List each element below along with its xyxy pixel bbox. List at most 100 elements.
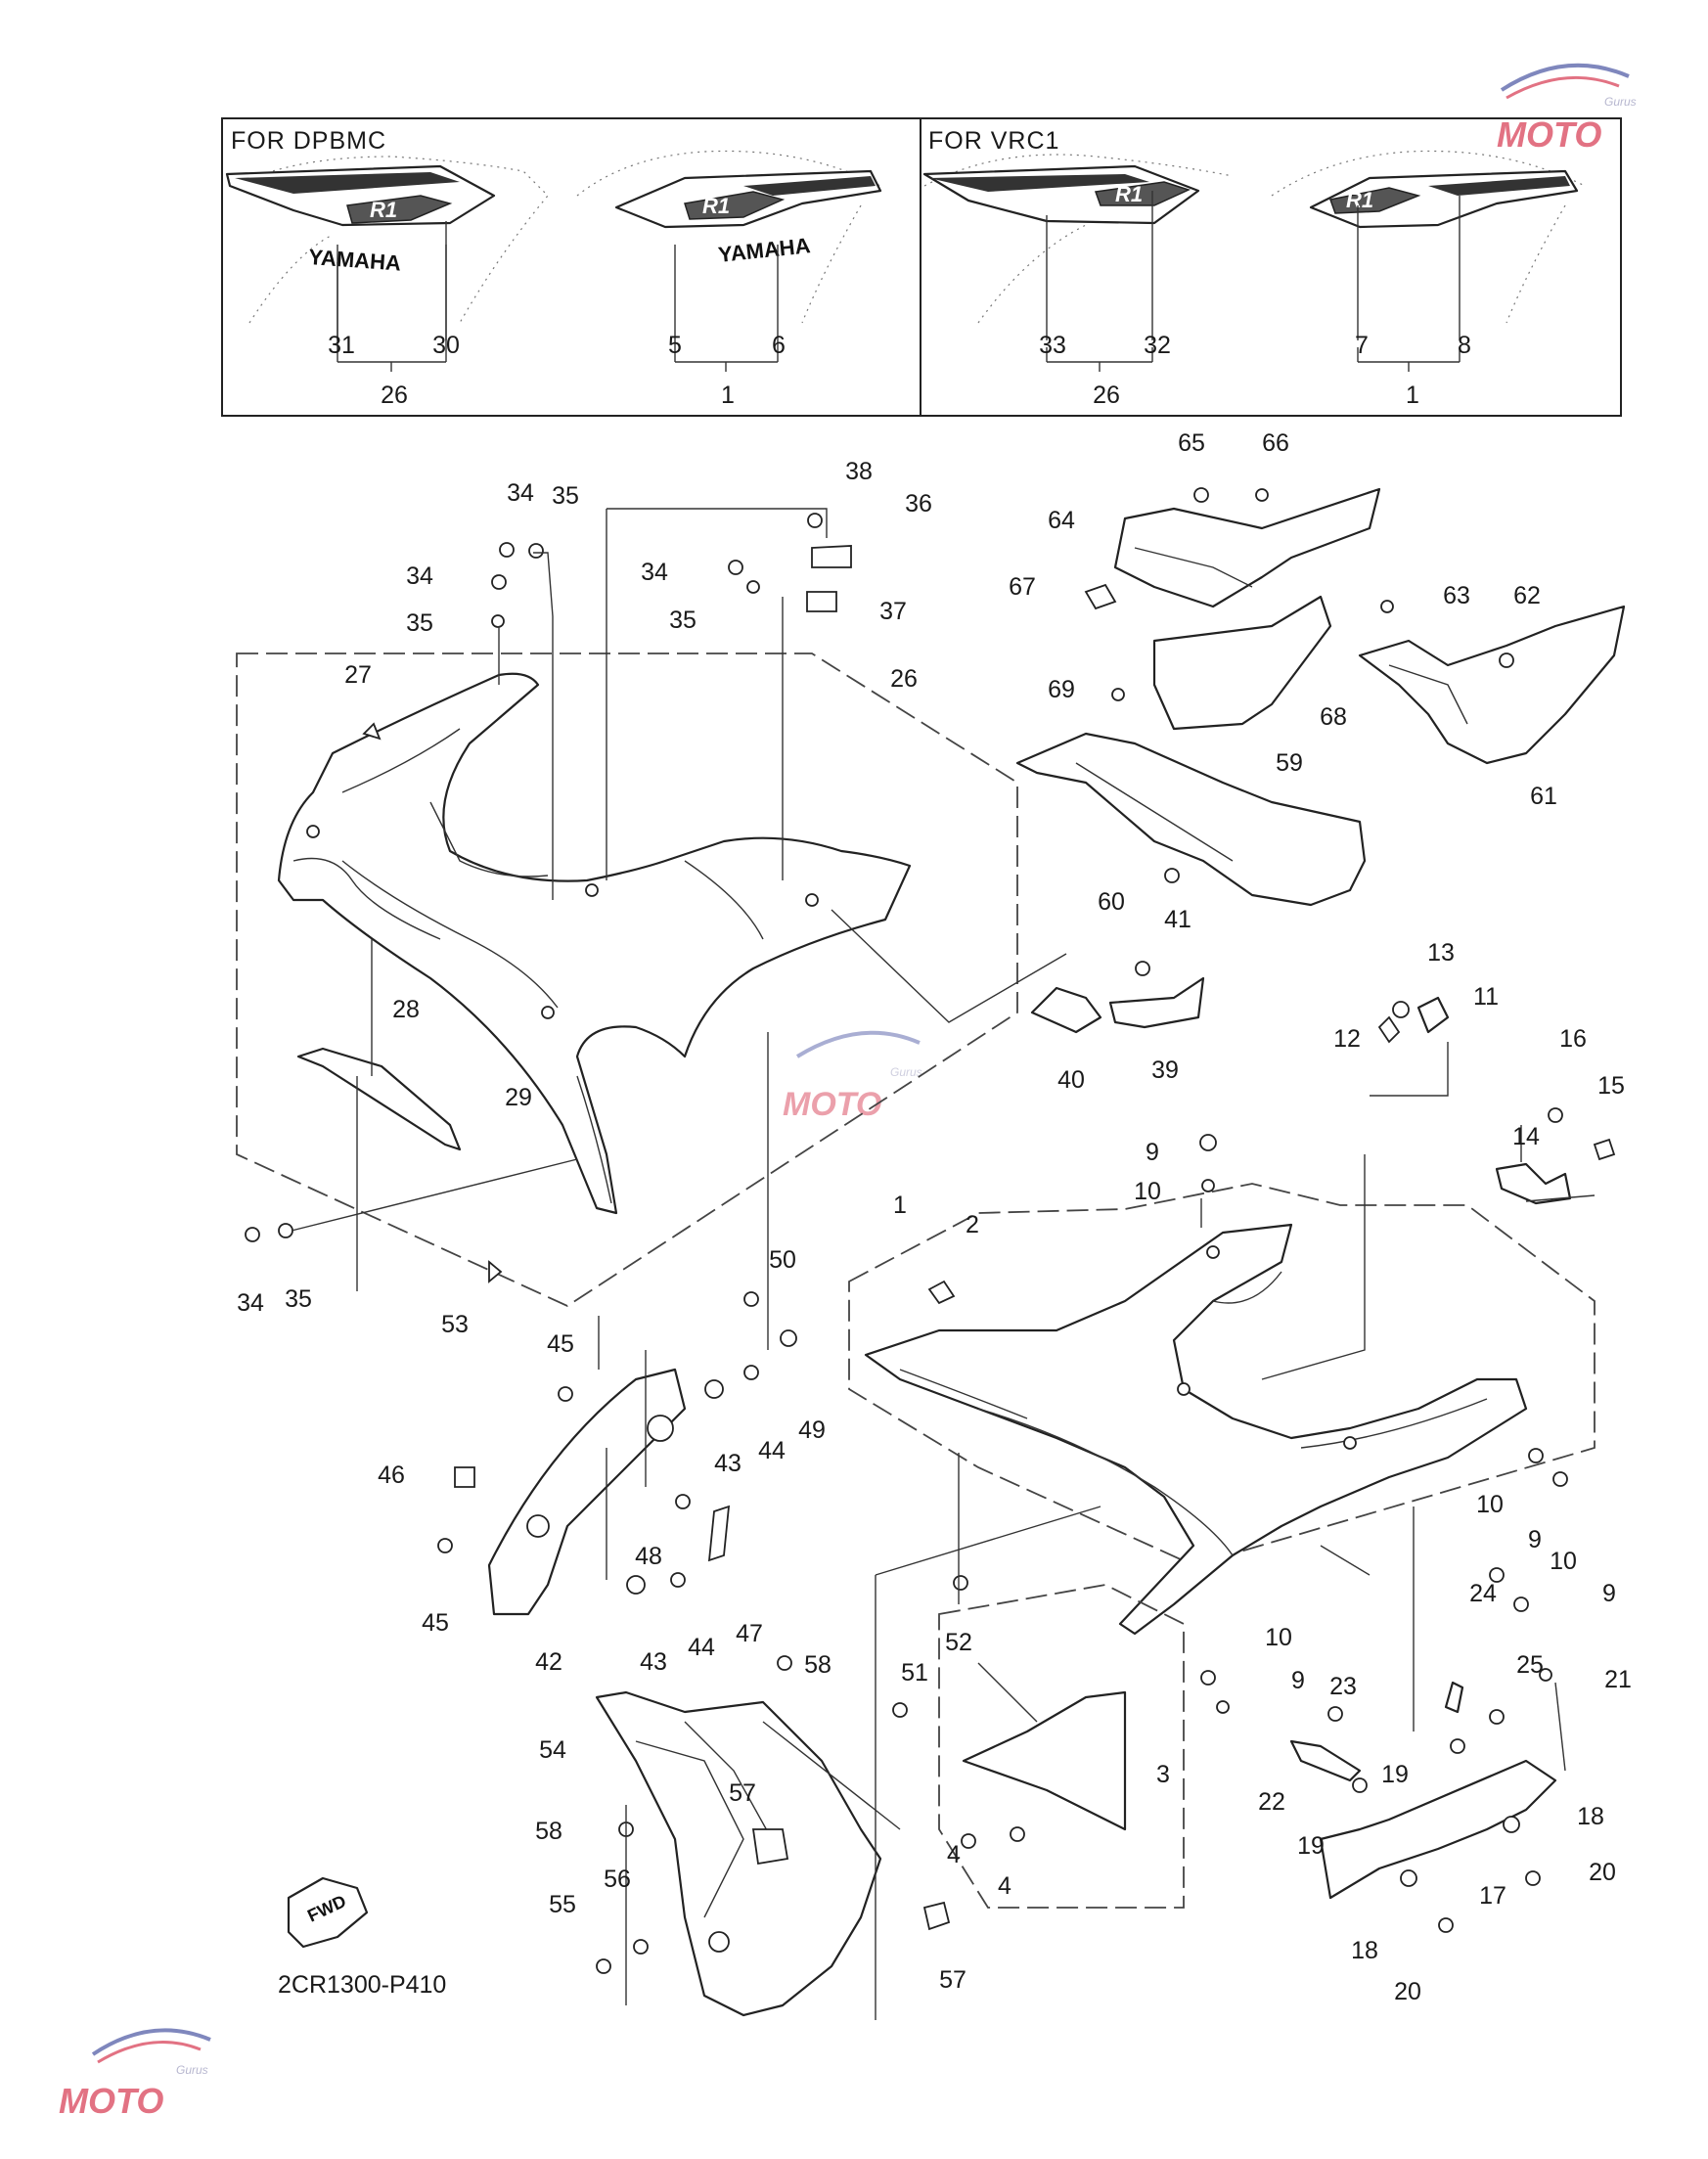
fwd-arrow	[287, 1876, 369, 1949]
callout-46: 46	[378, 1462, 405, 1489]
callout-8: 8	[1458, 332, 1471, 359]
callout-38: 38	[845, 458, 873, 485]
callout-29: 29	[505, 1084, 532, 1111]
watermark-top-right: MOTO Gurus	[1497, 63, 1637, 155]
callout-26: 26	[1093, 382, 1120, 409]
bracket-part-11	[1416, 996, 1450, 1034]
upper-cowling-assembly	[236, 652, 1018, 1308]
callout-52: 52	[945, 1629, 972, 1656]
callout-16: 16	[1559, 1025, 1587, 1053]
callout-10: 10	[1550, 1548, 1577, 1575]
callout-34: 34	[237, 1289, 264, 1317]
yamaha-text-right: YAMAHA	[717, 233, 812, 267]
r1-badge: R1	[702, 194, 730, 218]
callout-7: 7	[1355, 332, 1369, 359]
callout-31: 31	[328, 332, 355, 359]
callout-69: 69	[1048, 676, 1075, 703]
callout-6: 6	[772, 332, 786, 359]
callout-1: 1	[1406, 382, 1419, 409]
callout-11: 11	[1473, 983, 1499, 1011]
callout-26: 26	[890, 665, 918, 693]
under-bracket-part-17	[1319, 1759, 1557, 1900]
callout-35: 35	[285, 1285, 312, 1313]
callout-51: 51	[901, 1659, 928, 1687]
watermark-brand-text: MOTO	[1497, 114, 1601, 155]
r1-badge: R1	[1115, 182, 1143, 206]
leader-lines	[291, 508, 1596, 2020]
bracket-part-22	[1289, 1739, 1362, 1782]
callout-44: 44	[688, 1634, 715, 1661]
callout-15: 15	[1597, 1072, 1625, 1100]
callout-18: 18	[1577, 1803, 1604, 1830]
callout-58: 58	[804, 1651, 832, 1679]
callout-58: 58	[535, 1818, 562, 1845]
callout-61: 61	[1530, 783, 1557, 810]
callout-42: 42	[535, 1648, 562, 1676]
callout-4: 4	[947, 1841, 961, 1868]
callout-9: 9	[1291, 1667, 1305, 1694]
callout-33: 33	[1039, 332, 1066, 359]
callout-68: 68	[1320, 703, 1347, 731]
callout-67: 67	[1009, 573, 1036, 601]
watermark-sub-text: Gurus	[1604, 95, 1637, 109]
r1-badge: R1	[370, 198, 397, 222]
callout-39: 39	[1151, 1057, 1179, 1084]
decal-set-vrc1-right: R1	[1271, 150, 1586, 324]
callout-66: 66	[1262, 429, 1289, 457]
callout-24: 24	[1469, 1580, 1497, 1607]
callout-63: 63	[1443, 582, 1470, 609]
callout-47: 47	[736, 1620, 763, 1647]
callout-40: 40	[1057, 1066, 1085, 1094]
decal-set-dpbmc-right: R1 YAMAHA	[576, 150, 882, 324]
callout-49: 49	[798, 1417, 826, 1444]
callout-45: 45	[547, 1330, 574, 1358]
duct-part-61	[1358, 605, 1626, 765]
callout-14: 14	[1512, 1123, 1540, 1150]
callout-2: 2	[966, 1211, 979, 1238]
decal-set-dpbmc-left: R1 YAMAHA	[225, 156, 549, 324]
callout-21: 21	[1604, 1666, 1632, 1693]
watermark-sub-text: Gurus	[176, 2063, 208, 2077]
callout-19: 19	[1381, 1761, 1409, 1788]
callout-64: 64	[1048, 507, 1075, 534]
side-cowl-assembly	[848, 1183, 1596, 1636]
duct-brackets	[1015, 487, 1626, 1205]
callout-34: 34	[507, 479, 534, 507]
callout-1: 1	[893, 1192, 907, 1219]
callout-50: 50	[769, 1246, 796, 1274]
callout-48: 48	[635, 1543, 662, 1570]
callout-55: 55	[549, 1891, 576, 1918]
callout-34: 34	[641, 559, 668, 586]
hardware	[245, 487, 1568, 1974]
panel-title-dpbmc: FOR DPBMC	[231, 127, 386, 155]
callout-17: 17	[1479, 1882, 1506, 1910]
callout-59: 59	[1276, 749, 1303, 777]
callout-20: 20	[1589, 1859, 1616, 1886]
callout-43: 43	[640, 1648, 667, 1676]
callout-57: 57	[939, 1966, 966, 1994]
panel-3-group-box	[938, 1584, 1185, 1909]
callout-18: 18	[1351, 1937, 1378, 1964]
inner-panel-part-3	[962, 1690, 1127, 1831]
callout-54: 54	[539, 1736, 566, 1764]
callout-10: 10	[1134, 1178, 1161, 1205]
duct-part-59	[1015, 732, 1367, 907]
callout-35: 35	[552, 482, 579, 510]
watermark-center: MOTO Gurus	[783, 1030, 922, 1123]
callout-35: 35	[406, 609, 433, 637]
bracket-part-24	[1444, 1681, 1464, 1714]
callout-36: 36	[905, 490, 932, 517]
callout-9: 9	[1528, 1526, 1542, 1553]
callout-45: 45	[422, 1609, 449, 1637]
cover-part-42	[487, 1368, 687, 1616]
callout-56: 56	[604, 1866, 631, 1893]
callout-5: 5	[668, 332, 682, 359]
callout-9: 9	[1602, 1580, 1616, 1607]
callout-19: 19	[1297, 1832, 1325, 1860]
panel-leader-lines	[337, 191, 1461, 372]
diagram-reference-code: 2CR1300-P410	[278, 1971, 446, 1999]
watermark-bottom-left: MOTO Gurus	[59, 2028, 211, 2121]
watermark-brand-text: MOTO	[783, 1086, 881, 1123]
callout-3: 3	[1156, 1761, 1170, 1788]
